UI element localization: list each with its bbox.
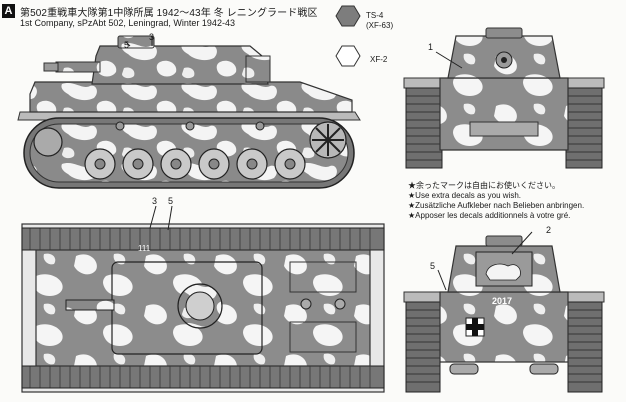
note-english: ★Use extra decals as you wish.: [408, 191, 521, 200]
top-view: [21, 205, 385, 393]
paint-code-xf2: XF-2: [370, 55, 388, 64]
turret-number-marking: 111: [138, 244, 151, 253]
side-view: [17, 35, 361, 189]
title-english: 1st Company, sPzAbt 502, Leningrad, Wint…: [20, 18, 235, 28]
paint-swatch-xf2: [335, 45, 361, 67]
callout-side-5: 5: [124, 40, 130, 50]
section-badge: A: [2, 4, 15, 18]
front-view: [403, 27, 605, 169]
callout-front-1: 1: [428, 42, 434, 52]
balkenkreuz: [465, 317, 485, 337]
paint-code-ts4-sub: (XF-63): [366, 21, 394, 30]
note-japanese: ★余ったマークは自由にお使いください。: [408, 181, 560, 190]
callout-rear-2: 2: [546, 225, 552, 235]
callout-top-5: 5: [168, 196, 174, 206]
callout-top-3: 3: [152, 196, 158, 206]
callout-rear-5: 5: [430, 261, 436, 271]
note-german: ★Zusätzliche Aufkleber nach Belieben anb…: [408, 201, 585, 210]
paint-swatch-ts4: [335, 5, 361, 27]
rear-view: [403, 231, 605, 393]
callout-side-3: 3: [149, 32, 155, 42]
title-japanese: 第502重戦車大隊第1中隊所属 1942〜43年 冬 レニングラード戦区: [20, 8, 318, 19]
decal-notes: ★余ったマークは自由にお使いください。 ★Use extra decals as…: [408, 181, 584, 221]
note-french: ★Apposer les decals additionnels à votre…: [408, 211, 571, 220]
rear-number-marking: 2017: [492, 296, 513, 306]
paint-code-ts4: TS-4: [366, 11, 384, 20]
